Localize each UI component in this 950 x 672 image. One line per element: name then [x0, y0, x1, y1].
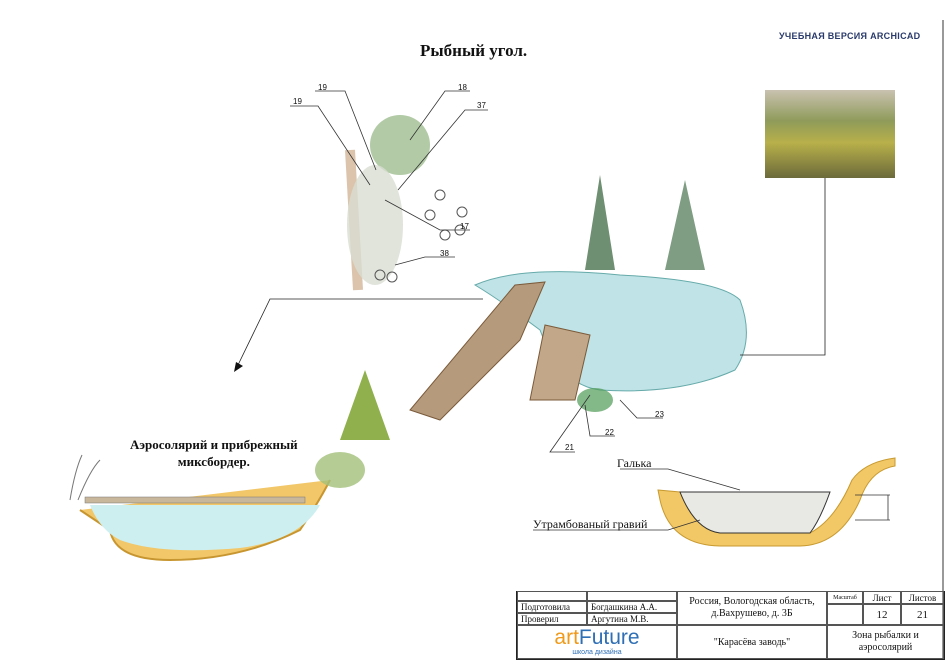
- prepared-name: Богдашкина А.А.: [587, 601, 677, 613]
- callout-19: 19: [293, 97, 302, 106]
- callout-37: 37: [477, 101, 486, 110]
- leader-arrow: [234, 298, 483, 372]
- zone-line: Зона рыбалки и: [852, 630, 919, 641]
- gravel-section-sketch: [533, 457, 896, 547]
- logo-wordmark: artFuture: [554, 627, 639, 648]
- prepared-label: Подготовила: [517, 601, 587, 613]
- scale-label: Масштаб: [827, 591, 863, 604]
- sheet-label: Лист: [863, 591, 901, 604]
- zone-line: аэросолярий: [858, 642, 913, 653]
- sheets-count: 21: [901, 604, 944, 625]
- callout-38: 38: [440, 249, 449, 258]
- address-line: д.Вахрушево, д. 3Б: [711, 608, 793, 619]
- callout-21: 21: [565, 443, 574, 452]
- scale-value: [827, 604, 863, 625]
- plant-photo: [765, 90, 895, 178]
- gravel-label: Утрамбованый гравий: [533, 517, 648, 531]
- subtitle-line: миксбордер.: [177, 454, 250, 469]
- callout-17: 17: [460, 222, 469, 231]
- sheet-number: 12: [863, 604, 901, 625]
- project-name: "Карасёва заводь": [677, 625, 827, 659]
- empty-cell: [587, 591, 677, 601]
- checked-label: Проверил: [517, 613, 587, 625]
- title-block: Подготовила Богдашкина А.А. Проверил Арг…: [516, 591, 945, 660]
- logo-subtitle: школа дизайна: [572, 649, 622, 656]
- logo-art: art: [554, 626, 579, 649]
- empty-cell: [517, 591, 587, 601]
- callout-23: 23: [655, 410, 664, 419]
- section-subtitle: Аэросолярий и прибрежный миксбордер.: [130, 436, 298, 470]
- callout-18: 18: [458, 83, 467, 92]
- sheets-label: Листов: [901, 591, 944, 604]
- sheet-title: Рыбный угол.: [420, 41, 528, 60]
- callout-22: 22: [605, 428, 614, 437]
- address: Россия, Вологодская область, д.Вахрушево…: [677, 591, 827, 625]
- watermark: УЧЕБНАЯ ВЕРСИЯ ARCHICAD: [779, 31, 921, 41]
- logo-future: Future: [578, 626, 640, 649]
- artfuture-logo: artFuture школа дизайна: [517, 625, 677, 659]
- pond-plan-sketch: [409, 175, 826, 453]
- pond-section-left-sketch: [69, 370, 390, 562]
- planting-detail-sketch: [290, 90, 488, 291]
- sheet-zone-title: Зона рыбалки и аэросолярий: [827, 625, 944, 659]
- callout-19: 19: [318, 83, 327, 92]
- address-line: Россия, Вологодская область,: [689, 596, 815, 607]
- subtitle-line: Аэросолярий и прибрежный: [130, 437, 298, 452]
- pebble-label: Галька: [617, 456, 652, 470]
- checked-name: Аргутина М.В.: [587, 613, 677, 625]
